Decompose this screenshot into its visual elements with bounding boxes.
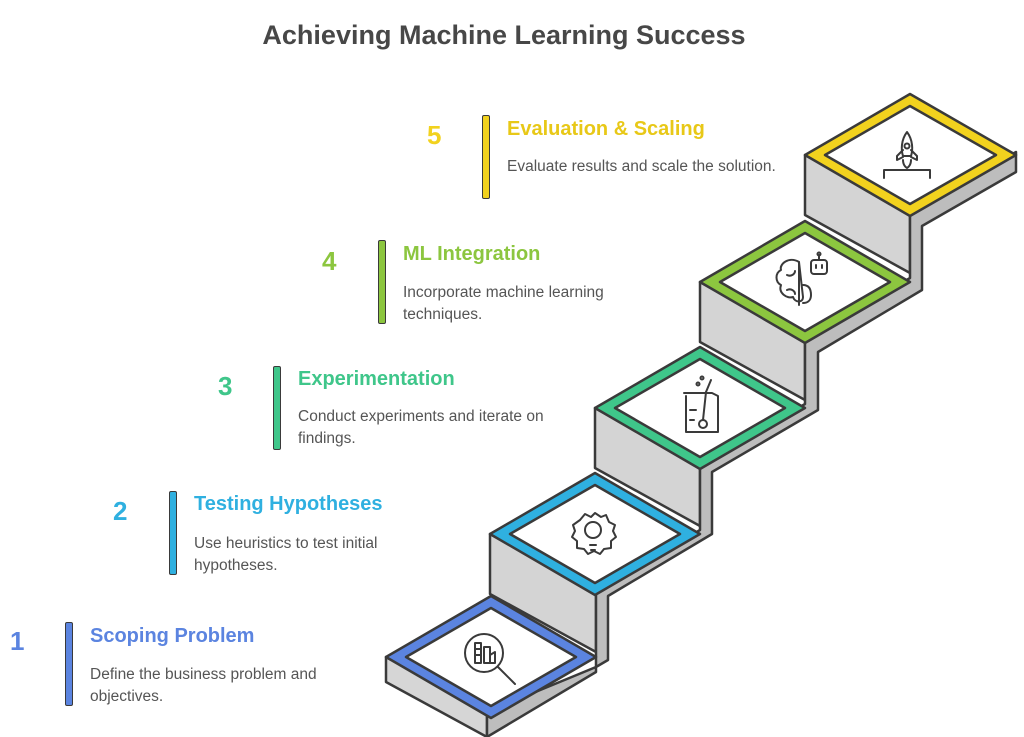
brain-robot-icon [775, 251, 828, 306]
step-accent-bar [65, 622, 73, 706]
rocket-launch-icon [883, 131, 931, 179]
step-title: ML Integration [403, 243, 541, 265]
step-title: Testing Hypotheses [194, 493, 383, 515]
step-number: 2 [113, 496, 128, 526]
factory-magnifier-icon [464, 633, 516, 685]
step-accent-bar [273, 366, 281, 450]
step-number: 1 [10, 626, 25, 656]
step-accent-bar [482, 115, 490, 199]
step-number: 3 [218, 371, 233, 401]
step-description: Conduct experiments and iterate on findi… [298, 408, 544, 447]
page-title: Achieving Machine Learning Success [262, 20, 746, 50]
beaker-icon [683, 375, 719, 433]
step-title: Experimentation [298, 368, 455, 390]
step-description: Evaluate results and scale the solution. [507, 158, 776, 175]
step-number: 5 [427, 120, 442, 150]
step-description: Define the business problem and objectiv… [90, 666, 317, 705]
step-accent-bar [169, 491, 177, 575]
step-description: Incorporate machine learning techniques. [403, 284, 604, 323]
step-title: Evaluation & Scaling [507, 118, 705, 140]
step-accent-bar [378, 240, 386, 324]
step-number: 4 [322, 246, 337, 276]
gear-lightbulb-icon [571, 512, 617, 555]
step-description: Use heuristics to test initial hypothese… [194, 535, 378, 574]
step-title: Scoping Problem [90, 625, 255, 647]
